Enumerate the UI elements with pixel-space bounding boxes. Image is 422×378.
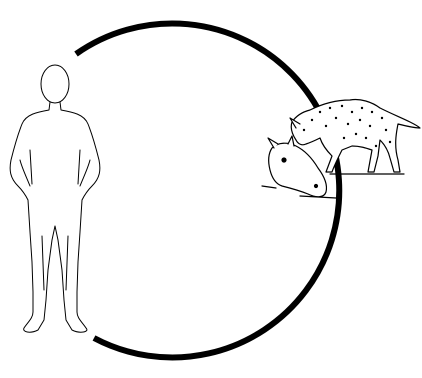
human-figure-icon xyxy=(10,65,100,332)
